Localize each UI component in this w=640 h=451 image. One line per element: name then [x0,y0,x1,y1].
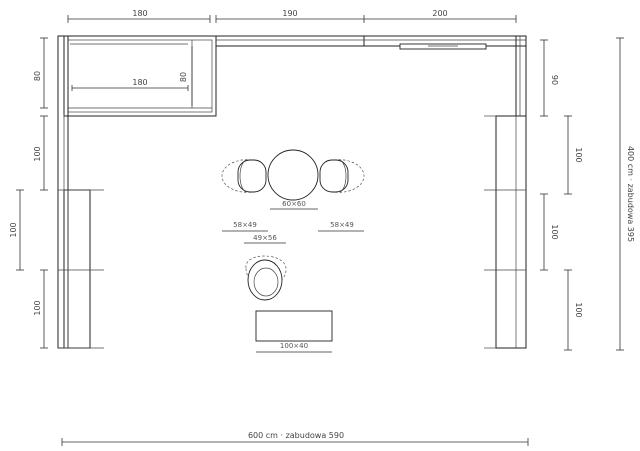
right-column [484,35,527,349]
dim-inner-80: 80 [179,72,188,82]
dim-left-100-mid: 100 [9,222,18,237]
right-dimension-column: 90 100 100 100 400 cm · zabudowa 395 [540,37,635,351]
dim-right-100-upper: 100 [574,147,583,162]
label-armchair-49x56: 49×56 [253,234,277,242]
dim-inner-180: 180 [132,78,147,87]
armchair: 49×56 [244,234,287,301]
label-bench-100x40: 100×40 [280,342,308,350]
upper-cabinet-block: 180 80 [63,35,217,117]
top-counter [215,35,527,50]
chair-right [319,159,365,193]
left-dimension-column: 80 100 100 100 [9,37,48,349]
cooktop [399,43,487,50]
label-chair-right-58x49: 58×49 [330,221,354,229]
bottom-dimension-row: 600 cm · zabudowa 590 [61,431,529,446]
dining-set: 60×60 [221,149,365,210]
bench: 100×40 [255,310,333,353]
label-table-60x60: 60×60 [282,200,306,208]
dim-total-width: 600 cm · zabudowa 590 [248,431,344,440]
dim-right-90: 90 [550,75,559,85]
dim-left-80: 80 [33,71,42,81]
left-column [57,35,104,349]
chair-left [221,159,267,193]
round-table [267,149,319,201]
dim-top-200: 200 [432,9,447,18]
dim-top-190: 190 [282,9,297,18]
dim-right-100-lower: 100 [574,302,583,317]
dim-right-100-mid: 100 [550,224,559,239]
label-chair-left-58x49: 58×49 [233,221,257,229]
chair-dimensions: 58×49 58×49 [222,221,364,232]
dim-total-height: 400 cm · zabudowa 395 [626,146,635,242]
dim-left-100-upper: 100 [33,146,42,161]
top-dimension-row: 180 190 200 [67,9,517,23]
dim-top-180: 180 [132,9,147,18]
dim-left-100-lower: 100 [33,300,42,315]
